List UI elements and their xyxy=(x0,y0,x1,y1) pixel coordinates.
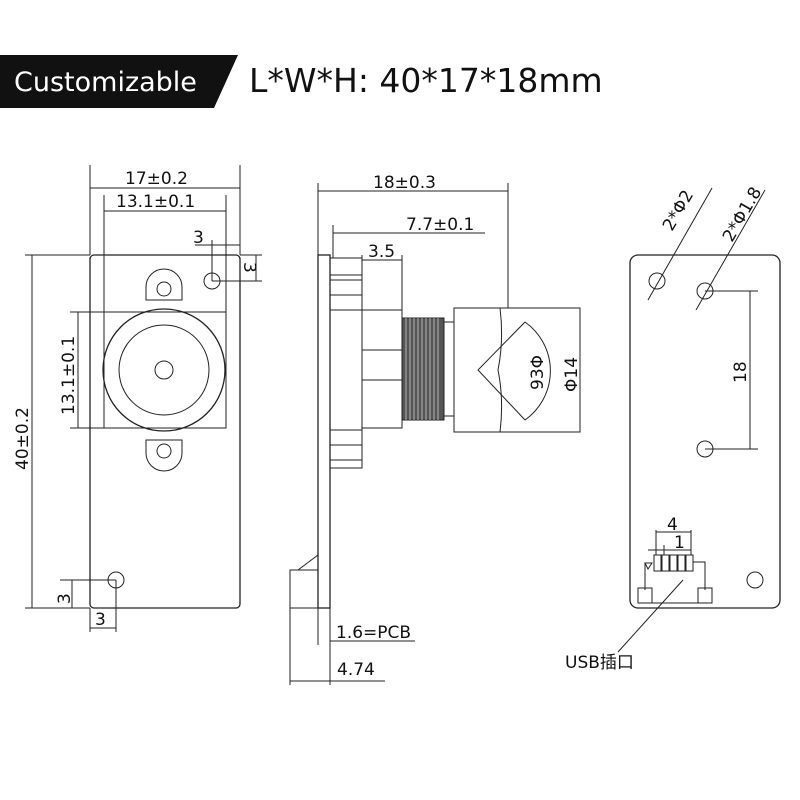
hole-label-phi2: 2*Φ2 xyxy=(659,187,698,235)
side-view: 93Φ Φ14 18±0.3 7.7±0.1 3.5 1.6=PCB 4.74 xyxy=(289,173,582,685)
top-ear xyxy=(145,268,183,301)
front-view: 17±0.2 13.1±0.1 3 3 40±0.2 13.1±0.1 3 3 xyxy=(13,165,262,632)
badge-text: Customizable xyxy=(14,67,197,98)
mount-height-dim: 13.1±0.1 xyxy=(59,336,79,415)
bottom-ear xyxy=(145,439,183,472)
total-depth-dim: 18±0.3 xyxy=(373,173,436,193)
usb-connector-side xyxy=(289,569,319,609)
pcb-label: 1.6=PCB xyxy=(336,623,411,643)
usb-connector xyxy=(637,554,713,604)
lens-center xyxy=(154,360,174,380)
mount-depth-dim: 3.5 xyxy=(368,242,395,262)
front-pcb-outline xyxy=(89,254,241,609)
mount-base xyxy=(329,257,363,469)
top-hole-y-dim: 3 xyxy=(239,262,259,273)
lens-thread xyxy=(401,317,445,421)
fov-label: 93Φ xyxy=(528,355,548,390)
dimensions-title: L*W*H: 40*17*18mm xyxy=(249,61,603,100)
lens-diameter-label: Φ14 xyxy=(562,357,582,392)
connector-depth-label: 4.74 xyxy=(337,660,375,680)
back-hole-1 xyxy=(648,272,666,290)
width-dim: 17±0.2 xyxy=(125,169,188,189)
bottom-hole-x-dim: 3 xyxy=(95,610,106,630)
back-view: 2*Φ2 2*Φ1.8 18 4 1 USB插口 xyxy=(565,184,781,673)
usb-port-label: USB插口 xyxy=(565,653,634,673)
back-hole-4 xyxy=(746,571,764,589)
bottom-hole-y-dim: 3 xyxy=(55,593,75,604)
pin-pitch-dim: 1 xyxy=(674,533,685,553)
lens-outer-ring xyxy=(102,308,226,432)
hole-label-phi18: 2*Φ1.8 xyxy=(719,184,766,246)
mount-width-dim: 13.1±0.1 xyxy=(116,192,195,212)
lens-mount-square xyxy=(103,311,227,429)
fov-angle xyxy=(477,321,526,421)
mount-body xyxy=(361,309,403,429)
height-dim: 40±0.2 xyxy=(13,407,33,470)
top-ear-hole xyxy=(156,281,172,297)
lens-inner-ring xyxy=(118,324,210,416)
lens-length-dim: 7.7±0.1 xyxy=(406,215,474,235)
hole-spacing-dim: 18 xyxy=(731,361,751,383)
back-pcb-outline xyxy=(629,254,781,609)
header-badge xyxy=(0,55,238,108)
side-pcb xyxy=(317,254,331,609)
top-hole-x-dim: 3 xyxy=(193,228,204,248)
bottom-ear-hole xyxy=(156,443,172,459)
connector-width-dim: 4 xyxy=(667,515,678,535)
